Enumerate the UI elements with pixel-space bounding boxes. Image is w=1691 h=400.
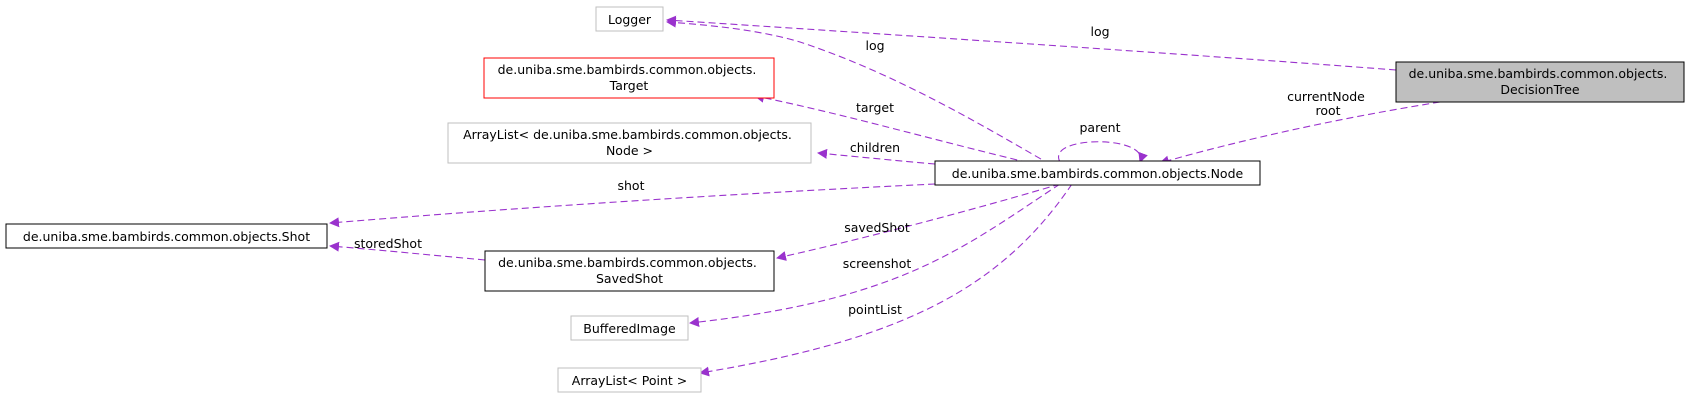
edge-screenshot: [689, 183, 1061, 327]
svg-text:de.uniba.sme.bambirds.common.o: de.uniba.sme.bambirds.common.objects. Ta…: [498, 62, 761, 93]
edge-labels: log log target children parent currentNo…: [354, 24, 1369, 317]
svg-text:de.uniba.sme.bambirds.common.o: de.uniba.sme.bambirds.common.objects. Sa…: [498, 255, 761, 286]
class-node-arraylist-point[interactable]: ArrayList< Point >: [557, 367, 702, 393]
edge-currentnode-root: [1159, 101, 1441, 166]
nodes: Logger de.uniba.sme.bambirds.common.obje…: [5, 6, 1685, 393]
edge-children: [817, 148, 936, 165]
svg-text:ArrayList< de.uniba.sme.bambir: ArrayList< de.uniba.sme.bambirds.common.…: [463, 127, 796, 158]
svg-text:de.uniba.sme.bambirds.common.o: de.uniba.sme.bambirds.common.objects.Nod…: [952, 166, 1244, 181]
svg-text:de.uniba.sme.bambirds.common.o: de.uniba.sme.bambirds.common.objects.Sho…: [23, 229, 310, 244]
edge-savedshot: [776, 183, 1061, 261]
edge-label-parent: parent: [1080, 120, 1121, 135]
edge-label-storedshot: storedShot: [354, 236, 422, 251]
edge-log-from-node: [666, 17, 1061, 171]
edge-label-screenshot: screenshot: [843, 256, 912, 271]
edge-label-pointlist: pointList: [848, 302, 902, 317]
edge-label-target: target: [856, 100, 894, 115]
edge-label-savedshot: savedShot: [844, 220, 910, 235]
edge-label-children: children: [850, 140, 900, 155]
class-node-bufferedimage[interactable]: BufferedImage: [570, 315, 689, 341]
edge-label-log-tree: log: [1090, 24, 1109, 39]
svg-text:ArrayList< Point >: ArrayList< Point >: [572, 373, 687, 388]
class-node-savedshot[interactable]: de.uniba.sme.bambirds.common.objects. Sa…: [484, 250, 775, 292]
edge-pointlist: [699, 183, 1073, 377]
edge-log-from-decisiontree: [666, 15, 1397, 71]
class-node-decisiontree[interactable]: de.uniba.sme.bambirds.common.objects. De…: [1395, 61, 1685, 103]
edge-storedshot: [329, 241, 486, 261]
edge-parent: [1058, 141, 1148, 163]
svg-text:Logger: Logger: [608, 12, 652, 27]
edge-label-log-node: log: [865, 38, 884, 53]
edges: [329, 15, 1441, 377]
class-node-target[interactable]: de.uniba.sme.bambirds.common.objects. Ta…: [483, 57, 775, 99]
class-node-node[interactable]: de.uniba.sme.bambirds.common.objects.Nod…: [934, 160, 1261, 186]
edge-label-shot: shot: [618, 178, 645, 193]
svg-text:BufferedImage: BufferedImage: [583, 321, 676, 336]
class-node-shot[interactable]: de.uniba.sme.bambirds.common.objects.Sho…: [5, 223, 328, 249]
edge-shot: [329, 183, 936, 228]
svg-text:de.uniba.sme.bambirds.common.o: de.uniba.sme.bambirds.common.objects. De…: [1409, 66, 1672, 97]
class-node-arraylist-node[interactable]: ArrayList< de.uniba.sme.bambirds.common.…: [447, 122, 812, 164]
class-node-logger[interactable]: Logger: [595, 6, 664, 32]
edge-target: [754, 92, 1061, 171]
edge-label-currentnode-root: currentNode root: [1287, 89, 1369, 118]
